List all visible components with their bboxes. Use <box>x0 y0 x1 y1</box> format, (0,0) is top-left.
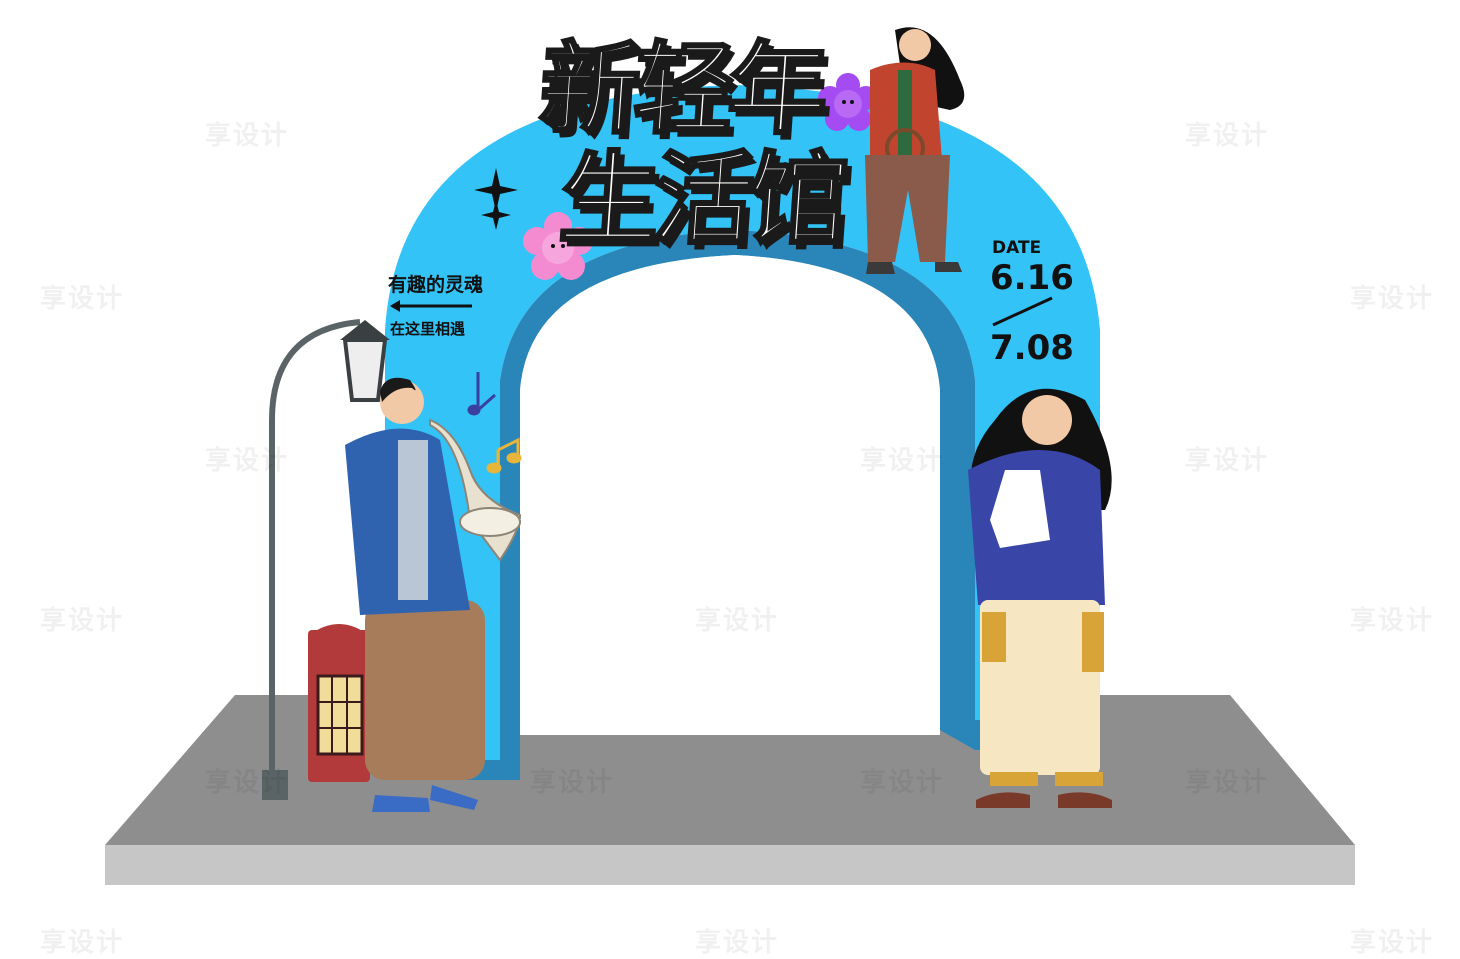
girl-figure <box>968 388 1112 808</box>
date-divider <box>992 296 1053 327</box>
watermark: 享设计 <box>1350 928 1435 958</box>
watermark: 享设计 <box>40 284 125 314</box>
headline-line-2: 生活馆 <box>554 140 847 260</box>
arch-opening-top <box>520 255 940 392</box>
watermark: 享设计 <box>695 928 780 958</box>
music-note-icon <box>486 437 522 474</box>
watermark: 享设计 <box>1185 121 1270 151</box>
flower-icon <box>523 212 593 280</box>
date-label: DATE <box>992 238 1042 258</box>
music-note-icon <box>467 372 496 416</box>
slogan-line-2: 在这里相遇 <box>390 320 466 338</box>
headline-line-1: 新轻年 <box>534 30 827 150</box>
street-lamp-icon <box>262 319 390 800</box>
watermark: 享设计 <box>860 446 945 476</box>
sparkle-icon <box>474 168 518 230</box>
watermark: 享设计 <box>40 928 125 958</box>
top-woman-figure <box>865 27 965 274</box>
slogan-arrow-head <box>390 300 400 312</box>
watermark: 享设计 <box>860 768 945 798</box>
watermark: 享设计 <box>40 606 125 636</box>
watermark: 享设计 <box>1350 284 1435 314</box>
slogan-line-1: 有趣的灵魂 <box>388 274 484 296</box>
floor-edge <box>105 845 1355 885</box>
watermark: 享设计 <box>205 768 290 798</box>
flower-icon <box>818 73 878 131</box>
watermark: 享设计 <box>1350 606 1435 636</box>
watermark: 享设计 <box>205 121 290 151</box>
watermark: 享设计 <box>1185 768 1270 798</box>
arch-opening <box>520 390 940 735</box>
date-start: 6.16 <box>990 258 1074 298</box>
phone-booth-icon <box>308 624 370 782</box>
watermark: 享设计 <box>530 768 615 798</box>
watermark: 享设计 <box>695 606 780 636</box>
date-end: 7.08 <box>990 328 1074 368</box>
watermark: 享设计 <box>1185 446 1270 476</box>
saxophone-player-figure <box>345 377 522 812</box>
watermark: 享设计 <box>205 446 290 476</box>
